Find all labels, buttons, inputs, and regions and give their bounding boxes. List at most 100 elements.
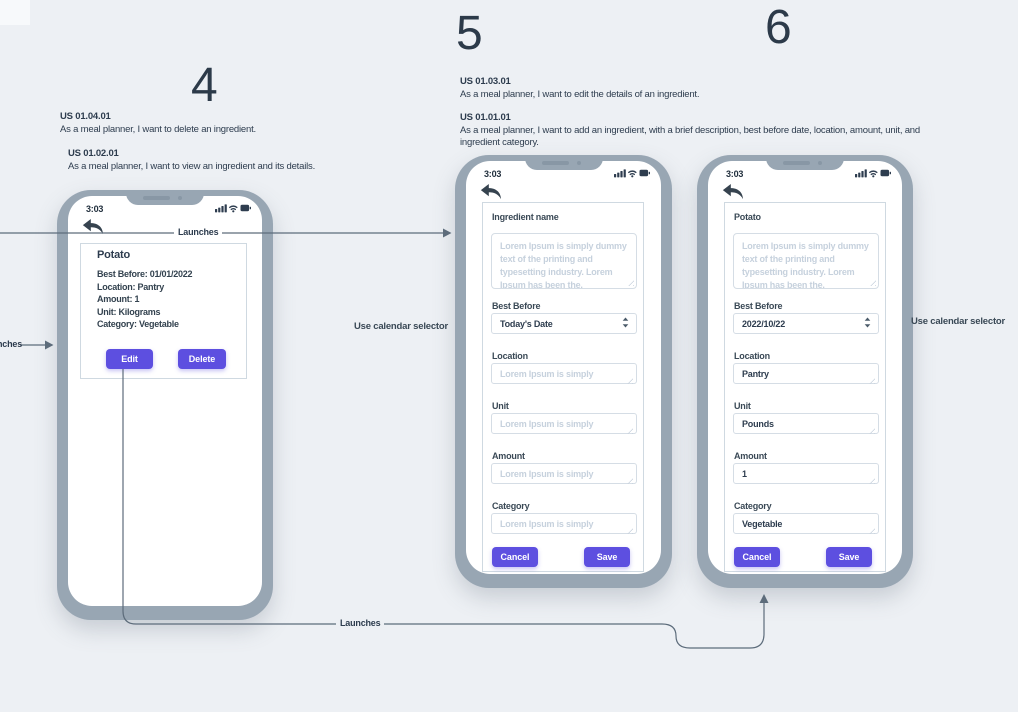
category-input[interactable] <box>491 513 637 534</box>
edit-button[interactable]: Edit <box>106 349 153 369</box>
status-icons <box>855 165 891 183</box>
speaker-slot <box>143 196 170 200</box>
detail-line: Unit: Kilograms <box>97 306 161 317</box>
detail-line: Location: Pantry <box>97 281 165 292</box>
story-id: US 01.02.01 <box>68 148 119 159</box>
user-story-01-04-01: US 01.04.01 As a meal planner, I want to… <box>60 111 256 136</box>
phone-notch <box>126 190 204 205</box>
wifi-icon <box>869 169 878 175</box>
resize-handle[interactable] <box>868 377 875 384</box>
best-before-value: Today's Date <box>500 318 553 329</box>
category-label: Category <box>492 501 530 511</box>
description-textarea[interactable]: Lorem Ipsum is simply dummy text of the … <box>491 233 637 289</box>
phone-frame-5: 3:03 Ingredient name Lorem Ipsum is simp <box>455 155 672 588</box>
location-label: Location <box>492 351 528 361</box>
frame-number-6: 6 <box>765 1 792 54</box>
phone-notch <box>524 155 603 170</box>
phone-frame-6: 3:03 Potato Lorem Ipsum is simply dummy <box>697 155 913 588</box>
status-time: 3:03 <box>484 168 502 179</box>
save-button[interactable]: Save <box>826 547 872 567</box>
story-text: As a meal planner, I want to edit the de… <box>460 88 700 100</box>
detail-line: Category: Vegetable <box>97 319 179 329</box>
status-time: 3:03 <box>86 203 104 214</box>
user-story-01-01-01: US 01.01.01 As a meal planner, I want to… <box>460 112 928 150</box>
user-story-01-02-01: US 01.02.01 As a meal planner, I want to… <box>68 148 315 173</box>
location-input[interactable] <box>491 363 637 384</box>
camera-dot <box>178 196 182 200</box>
resize-handle[interactable] <box>869 279 876 286</box>
back-arrow-icon[interactable] <box>722 183 745 201</box>
canvas-corner <box>0 0 30 25</box>
amount-label: Amount <box>734 451 767 461</box>
cancel-button[interactable]: Cancel <box>734 547 780 567</box>
frame-number-5: 5 <box>456 7 483 60</box>
best-before-value: 2022/10/22 <box>742 318 786 329</box>
select-arrows-icon <box>864 317 871 330</box>
phone-frame-4: 3:03 Potato Best Before: 01/01/ <box>57 190 273 620</box>
arrowhead-right-icon <box>45 340 54 350</box>
wifi-icon <box>229 204 238 210</box>
story-text: As a meal planner, I want to view an ing… <box>68 160 316 172</box>
ingredient-details: Best Before: 01/01/2022 Location: Pantry… <box>97 268 193 331</box>
camera-dot <box>576 161 581 165</box>
signal-bars-icon <box>614 168 626 177</box>
status-bar: 3:03 <box>726 168 891 179</box>
add-ingredient-form: Ingredient name Lorem Ipsum is simply du… <box>482 202 644 572</box>
best-before-select[interactable]: 2022/10/22 <box>733 313 879 334</box>
speaker-slot <box>783 161 810 165</box>
resize-handle[interactable] <box>627 279 634 286</box>
battery-icon <box>240 204 251 211</box>
resize-handle[interactable] <box>868 477 875 484</box>
wifi-icon <box>628 169 637 175</box>
edit-ingredient-form: Potato Lorem Ipsum is simply dummy text … <box>724 202 886 572</box>
ingredient-name-label: Ingredient name <box>492 212 559 222</box>
speaker-slot <box>541 161 569 165</box>
status-icons <box>614 165 650 183</box>
phone-notch <box>766 155 844 170</box>
best-before-select[interactable]: Today's Date <box>491 313 637 334</box>
ingredient-detail-card: Potato Best Before: 01/01/2022 Location:… <box>80 243 247 379</box>
phone-6-screen: 3:03 Potato Lorem Ipsum is simply dummy <box>708 161 902 574</box>
ingredient-name-label: Potato <box>734 212 761 222</box>
status-icons <box>215 200 251 218</box>
unit-input[interactable] <box>491 413 637 434</box>
arrowhead-up-icon <box>759 594 769 603</box>
select-arrows-icon <box>622 317 629 330</box>
best-before-label: Best Before <box>734 301 783 311</box>
unit-input[interactable] <box>733 413 879 434</box>
story-text: As a meal planner, I want to add an ingr… <box>460 124 920 149</box>
location-input[interactable] <box>733 363 879 384</box>
launches-label-bottom: Launches <box>336 618 385 629</box>
unit-label: Unit <box>492 401 509 411</box>
back-arrow-icon[interactable] <box>82 218 105 236</box>
delete-button[interactable]: Delete <box>178 349 226 369</box>
signal-bars-icon <box>855 168 867 177</box>
resize-handle[interactable] <box>868 427 875 434</box>
ingredient-title: Potato <box>97 249 131 261</box>
user-story-01-03-01: US 01.03.01 As a meal planner, I want to… <box>460 76 700 101</box>
story-text: As a meal planner, I want to delete an i… <box>60 123 256 135</box>
resize-handle[interactable] <box>868 527 875 534</box>
calendar-note-left: Use calendar selector <box>353 321 448 332</box>
location-label: Location <box>734 351 770 361</box>
phone-5-screen: 3:03 Ingredient name Lorem Ipsum is simp <box>466 161 661 574</box>
battery-icon <box>639 169 650 176</box>
status-time: 3:03 <box>726 168 744 179</box>
signal-bars-icon <box>215 203 227 212</box>
back-arrow-icon[interactable] <box>480 183 503 201</box>
unit-label: Unit <box>734 401 751 411</box>
detail-line: Amount: 1 <box>97 294 140 304</box>
battery-icon <box>880 169 891 176</box>
amount-input[interactable] <box>491 463 637 484</box>
arrowhead-right-icon <box>443 228 452 238</box>
amount-label: Amount <box>492 451 525 461</box>
launches-label-top: Launches <box>174 227 223 238</box>
cancel-button[interactable]: Cancel <box>492 547 538 567</box>
status-bar: 3:03 <box>86 203 251 214</box>
category-input[interactable] <box>733 513 879 534</box>
story-id: US 01.01.01 <box>460 112 511 123</box>
save-button[interactable]: Save <box>584 547 630 567</box>
best-before-label: Best Before <box>492 301 541 311</box>
description-textarea[interactable]: Lorem Ipsum is simply dummy text of the … <box>733 233 879 289</box>
amount-input[interactable] <box>733 463 879 484</box>
